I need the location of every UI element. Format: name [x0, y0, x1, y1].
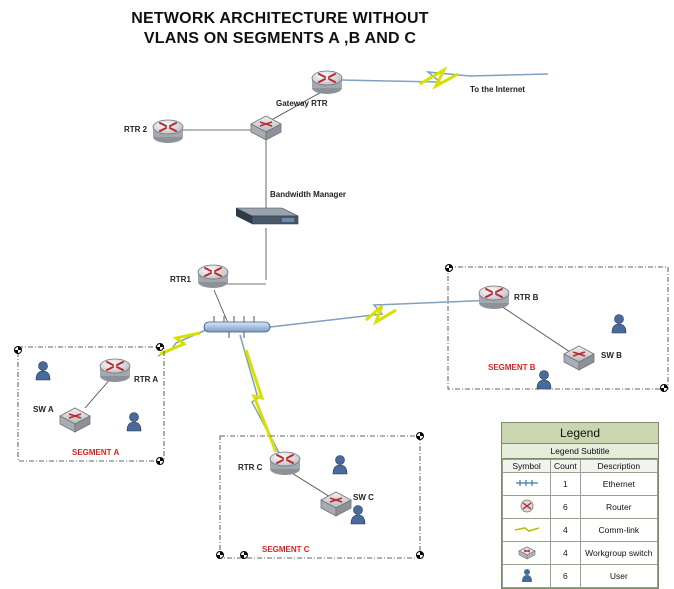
- workgroup-switch-icon: [517, 546, 536, 560]
- rtr-c-router-icon: [269, 451, 301, 476]
- gateway-router-icon: [311, 70, 343, 95]
- segment-c-corner-handle: [416, 551, 424, 559]
- legend-column-header: Description: [579, 459, 659, 473]
- sw-a-switch-icon: [59, 407, 91, 433]
- bandwidth-manager-icon: [235, 207, 299, 225]
- legend-description: Workgroup switch: [579, 541, 659, 565]
- rtr-a-router-icon: [99, 358, 131, 383]
- user-icon: [521, 569, 532, 582]
- sw-c-switch-icon: [320, 491, 352, 517]
- segment-a-corner-handle: [156, 343, 164, 351]
- legend-subtitle: Legend Subtitle: [502, 444, 658, 459]
- segment-b-corner-handle: [445, 264, 453, 272]
- internet-label: To the Internet: [470, 85, 525, 94]
- diagram-title-line1: NETWORK ARCHITECTURE WITHOUT: [131, 10, 429, 27]
- network-diagram: Gateway RTR To the Internet RTR 2 Bandwi…: [14, 66, 669, 559]
- user-icon: [350, 505, 366, 525]
- legend-count: 1: [550, 472, 581, 496]
- legend-count: 6: [550, 495, 581, 519]
- legend-description: User: [579, 564, 659, 588]
- comm-link-icon: [514, 527, 539, 532]
- segment-a-boundary: [17, 346, 165, 462]
- segment-c-corner-handle: [216, 551, 224, 559]
- segment-c-boundary: [219, 435, 421, 559]
- segment-a-corner-handle: [14, 346, 22, 354]
- legend-table: Symbol Count Description 1 Ethernet 6 Ro…: [501, 459, 659, 588]
- legend-count: 4: [550, 541, 581, 565]
- legend-description: Comm-link: [579, 518, 659, 542]
- legend-description: Ethernet: [579, 472, 659, 496]
- legend-row: 1 Ethernet: [501, 472, 659, 496]
- legend-row: 4 Comm-link: [501, 518, 659, 542]
- rtr-b-router-icon: [478, 285, 510, 310]
- bandwidth-manager-label: Bandwidth Manager: [270, 190, 346, 199]
- rtr1-label: RTR1: [170, 275, 191, 284]
- segment-b-label: SEGMENT B: [488, 363, 536, 372]
- sw-c-label: SW C: [353, 493, 374, 502]
- ethernet-backbone: [203, 316, 271, 338]
- legend-header-row: Symbol Count Description: [501, 459, 659, 473]
- segment-b-corner-handle: [660, 384, 668, 392]
- internet-zigzag: [419, 66, 459, 90]
- rtr2-router-icon: [152, 119, 184, 144]
- user-icon: [35, 361, 51, 381]
- legend-description: Router: [579, 495, 659, 519]
- legend-row: 4 Workgroup switch: [501, 541, 659, 565]
- user-icon: [536, 370, 552, 390]
- ethernet-icon: [515, 480, 538, 486]
- legend-count: 4: [550, 518, 581, 542]
- segment-c-label: SEGMENT C: [262, 545, 310, 554]
- segment-a-corner-handle: [156, 457, 164, 465]
- router-icon: [520, 499, 533, 513]
- legend-panel: Legend Legend Subtitle Symbol Count Desc…: [501, 422, 659, 589]
- segment-c-corner-handle: [416, 432, 424, 440]
- rtr-c-label: RTR C: [238, 463, 263, 472]
- rtr2-label: RTR 2: [124, 125, 148, 134]
- legend-column-header: Count: [550, 459, 581, 473]
- legend-column-header: Symbol: [501, 459, 552, 473]
- comm-links: [157, 299, 497, 463]
- internet-link: [339, 71, 549, 83]
- ethernet-links: [84, 89, 571, 501]
- rtr-b-label: RTR B: [514, 293, 539, 302]
- core-switch-icon: [250, 115, 282, 141]
- segment-c-corner-handle: [240, 551, 248, 559]
- user-icon: [332, 455, 348, 475]
- segment-b-boundary: [447, 266, 669, 390]
- sw-b-label: SW B: [601, 351, 622, 360]
- sw-a-label: SW A: [33, 405, 54, 414]
- legend-row: 6 Router: [501, 495, 659, 519]
- segment-a-label: SEGMENT A: [72, 448, 119, 457]
- user-icon: [611, 314, 627, 334]
- legend-title: Legend: [502, 423, 658, 444]
- sw-b-switch-icon: [563, 345, 595, 371]
- legend-count: 6: [550, 564, 581, 588]
- rtr-a-label: RTR A: [134, 375, 158, 384]
- diagram-title-line2: VLANS ON SEGMENTS A ,B AND C: [143, 30, 417, 47]
- user-icon: [126, 412, 142, 432]
- legend-row: 6 User: [501, 564, 659, 588]
- rtr1-router-icon: [197, 264, 229, 289]
- gateway-rtr-label: Gateway RTR: [276, 99, 328, 108]
